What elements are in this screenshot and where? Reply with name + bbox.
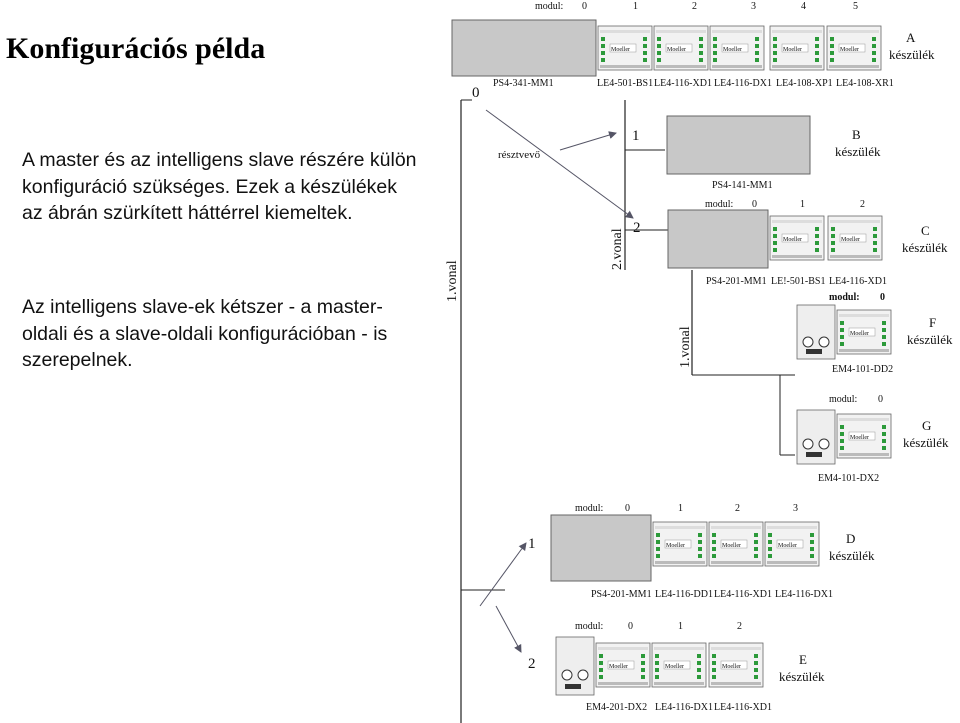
device-d-part-2: LE4-116-XD1 [714,589,772,600]
device-a-module-3: 3 [751,1,756,12]
device-e-part-1: LE4-116-DX1 [655,702,713,713]
description-paragraph-1: A master és az intelligens slave részére… [22,149,417,224]
device-g-modul-label: modul: [829,394,857,405]
device-c-module-0: 0 [752,199,757,210]
participant-e-number: 2 [528,656,536,672]
device-a-master-unit [451,19,597,77]
device-a: modul: 0 1 2 3 4 5 PS4-341-MM1 LE4-501-B… [451,1,935,101]
device-d-module-2: 2 [735,503,740,514]
page-title: Konfigurációs példa [6,32,266,65]
device-g-part-0: EM4-101-DX2 [818,473,879,484]
device-f-name-1: F [929,315,936,330]
device-f-name-2: készülék [907,332,953,347]
device-a-part-5: LE4-108-XR1 [836,78,894,89]
device-e-part-0: EM4-201-DX2 [586,702,647,713]
line-1-label: 1.vonal [445,260,460,302]
device-f-part-0: EM4-101-DD2 [832,364,893,375]
device-a-part-2: LE4-116-XD1 [654,78,712,89]
device-d-module-1: 1 [678,503,683,514]
participant-c-number: 2 [633,220,641,236]
participant-callout: résztvevő [485,109,634,219]
device-a-participant: 0 [472,85,480,101]
device-a-module-4: 4 [801,1,806,12]
device-d: modul: 0 1 2 3 PS4-201-MM1 LE4-116-DD1 L… [461,503,875,607]
device-f-module-0: 0 [880,292,885,303]
participant-b-number: 1 [632,128,640,144]
device-g-name-1: G [922,418,931,433]
device-d-name-1: D [846,531,855,546]
device-a-part-1: LE4-501-BS1 [597,78,653,89]
device-d-modul-label: modul: [575,503,603,514]
device-c-module-1: 1 [800,199,805,210]
description-paragraph-2: Az intelligens slave-ek kétszer - a mast… [22,296,388,371]
device-b-master-unit [666,115,811,175]
device-a-modul-label: modul: [535,1,563,12]
participant-label: résztvevő [498,149,541,161]
device-c-module-2: 2 [860,199,865,210]
device-e-modul-label: modul: [575,621,603,632]
device-c-modul-label: modul: [705,199,733,210]
line-1: 1.vonal [445,99,472,723]
device-e-module-0: 0 [628,621,633,632]
device-d-master-unit [550,514,652,582]
device-a-part-3: LE4-116-DX1 [714,78,772,89]
device-a-part-0: PS4-341-MM1 [493,78,554,89]
device-b-name-1: B [852,127,861,142]
device-c-part-1: LE!-501-BS1 [771,276,825,287]
device-a-module-1: 1 [633,1,638,12]
device-b-part-0: PS4-141-MM1 [712,180,773,191]
device-c-name-1: C [921,223,930,238]
device-a-module-5: 5 [853,1,858,12]
device-f-modul-label: modul: [829,292,860,303]
device-e-name-1: E [799,652,807,667]
line-2: 2.vonal 1 2 [610,100,668,270]
device-c-part-2: LE4-116-XD1 [829,276,887,287]
device-a-name-1: A [906,30,916,45]
device-d-module-0: 0 [625,503,630,514]
device-e-part-2: LE4-116-XD1 [714,702,772,713]
device-g-name-2: készülék [903,435,949,450]
device-b-name-2: készülék [835,144,881,159]
device-c-part-0: PS4-201-MM1 [706,276,767,287]
device-a-module-2: 2 [692,1,697,12]
device-c-name-2: készülék [902,240,948,255]
device-g: modul: 0 EM4-101-DX2 G készülék [796,394,949,484]
device-a-name-2: készülék [889,47,935,62]
device-g-module-0: 0 [878,394,883,405]
device-d-name-2: készülék [829,548,875,563]
device-e-module-2: 2 [737,621,742,632]
device-d-part-1: LE4-116-DD1 [655,589,713,600]
device-e-module-1: 1 [678,621,683,632]
device-c-bus-label: 1.vonal [678,326,693,368]
device-d-part-3: LE4-116-DX1 [775,589,833,600]
device-e-name-2: készülék [779,669,825,684]
device-c-master-unit [667,209,769,269]
device-c: modul: 0 1 2 PS4-201-MM1 LE!-501-BS1 LE4… [667,199,948,287]
device-b: PS4-141-MM1 B készülék [666,115,881,191]
device-e: modul: 0 1 2 EM4-201-DX2 LE4-116-DX1 LE4… [495,605,825,713]
device-d-part-0: PS4-201-MM1 [591,589,652,600]
device-f: modul: 0 EM4-101-DD2 F készülék [796,292,953,375]
device-a-module-0: 0 [582,1,587,12]
device-c-bus: 1.vonal [678,270,795,456]
line-2-label: 2.vonal [610,228,625,270]
device-a-part-4: LE4-108-XP1 [776,78,833,89]
participant-d-number: 1 [528,536,536,552]
device-d-module-3: 3 [793,503,798,514]
